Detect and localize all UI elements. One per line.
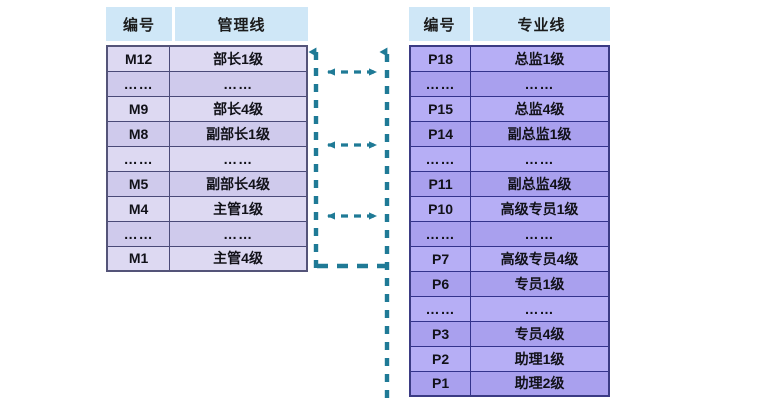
mgmt-cell-name: 主管4级: [169, 245, 308, 272]
mgmt-cell-name: ……: [169, 145, 308, 172]
prof-cell-name: 专员4级: [470, 320, 610, 347]
header-mgmt-name: 管理线: [175, 7, 308, 41]
prof-cell-id: P18: [409, 45, 472, 72]
prof-row: …………: [409, 220, 610, 247]
prof-cell-id: P1: [409, 370, 472, 397]
prof-cell-name: 副总监1级: [470, 120, 610, 147]
prof-row: …………: [409, 295, 610, 322]
prof-cell-id: P2: [409, 345, 472, 372]
prof-cell-name: 副总监4级: [470, 170, 610, 197]
mgmt-cell-id: ……: [106, 70, 171, 97]
header-prof-id: 编号: [409, 7, 470, 41]
mgmt-cell-name: 副部长4级: [169, 170, 308, 197]
prof-cell-name: ……: [470, 70, 610, 97]
mgmt-cell-id: ……: [106, 145, 171, 172]
mgmt-cell-id: M12: [106, 45, 171, 72]
mgmt-cell-name: 副部长1级: [169, 120, 308, 147]
prof-cell-name: 总监1级: [470, 45, 610, 72]
prof-cell-id: P7: [409, 245, 472, 272]
mgmt-cell-name: 主管1级: [169, 195, 308, 222]
mgmt-cell-id: M1: [106, 245, 171, 272]
prof-cell-id: P11: [409, 170, 472, 197]
prof-cell-name: 助理1级: [470, 345, 610, 372]
header-mgmt-id: 编号: [106, 7, 172, 41]
prof-cell-name: ……: [470, 220, 610, 247]
mgmt-cell-id: ……: [106, 220, 171, 247]
prof-row: …………: [409, 70, 610, 97]
mgmt-cell-name: 部长1级: [169, 45, 308, 72]
mgmt-cell-id: M4: [106, 195, 171, 222]
prof-cell-id: ……: [409, 295, 472, 322]
prof-cell-id: P14: [409, 120, 472, 147]
mgmt-cell-id: M5: [106, 170, 171, 197]
prof-cell-name: 高级专员1级: [470, 195, 610, 222]
mgmt-row: …………: [106, 220, 308, 247]
prof-cell-name: ……: [470, 145, 610, 172]
prof-cell-id: P3: [409, 320, 472, 347]
prof-cell-name: 高级专员4级: [470, 245, 610, 272]
prof-row: …………: [409, 145, 610, 172]
prof-cell-name: 助理2级: [470, 370, 610, 397]
mgmt-row: …………: [106, 70, 308, 97]
mgmt-cell-id: M9: [106, 95, 171, 122]
prof-cell-name: 专员1级: [470, 270, 610, 297]
mgmt-row: …………: [106, 145, 308, 172]
prof-cell-id: ……: [409, 145, 472, 172]
prof-cell-id: P10: [409, 195, 472, 222]
header-prof-name: 专业线: [473, 7, 610, 41]
prof-cell-id: ……: [409, 220, 472, 247]
prof-cell-id: ……: [409, 70, 472, 97]
prof-cell-name: 总监4级: [470, 95, 610, 122]
mgmt-cell-name: 部长4级: [169, 95, 308, 122]
mgmt-cell-id: M8: [106, 120, 171, 147]
prof-cell-id: P6: [409, 270, 472, 297]
mgmt-cell-name: ……: [169, 70, 308, 97]
prof-cell-id: P15: [409, 95, 472, 122]
prof-cell-name: ……: [470, 295, 610, 322]
mgmt-cell-name: ……: [169, 220, 308, 247]
